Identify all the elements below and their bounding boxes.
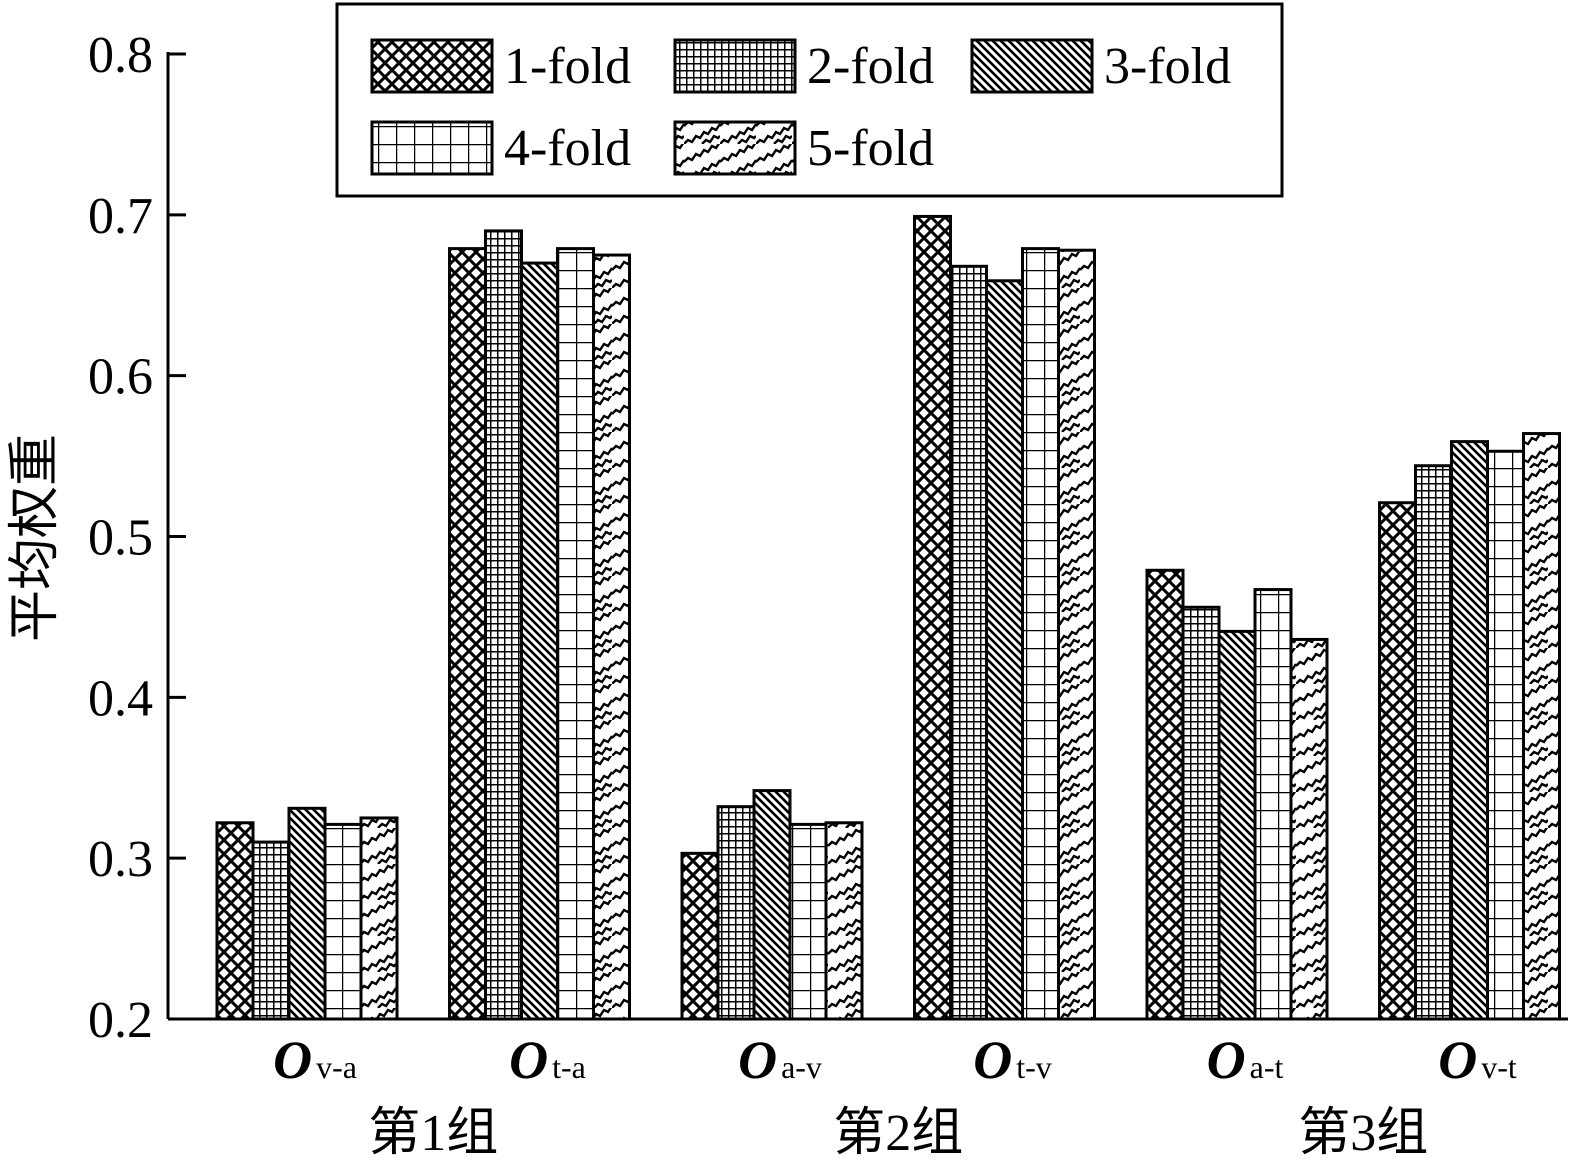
bar-5-fold-1 xyxy=(359,816,399,1021)
bar-2-fold-5 xyxy=(1181,605,1221,1021)
y-axis-label: 平均权重 xyxy=(7,434,64,642)
bar-3-fold-1 xyxy=(287,806,327,1021)
legend-label-3-fold: 3-fold xyxy=(1104,38,1231,95)
bar-1-fold-4 xyxy=(913,214,952,1021)
bar-4-fold-1 xyxy=(323,822,363,1021)
group-label: 第2组 xyxy=(833,1105,963,1162)
bar-5-fold-5 xyxy=(1289,637,1329,1021)
bar-5-fold-3 xyxy=(824,821,864,1021)
bar-4-fold-4 xyxy=(1021,247,1060,1021)
legend-label-5-fold: 5-fold xyxy=(807,120,934,177)
y-tick-label: 0.3 xyxy=(88,831,153,888)
group-labels: 第1组 第2组 第3组 xyxy=(368,1105,1428,1162)
legend-box xyxy=(335,2,1284,198)
legend-label-4-fold: 4-fold xyxy=(504,120,631,177)
bar-1-fold-6 xyxy=(1378,501,1417,1021)
bar-3-fold-5 xyxy=(1217,629,1257,1021)
bar-5-fold-4 xyxy=(1057,248,1096,1021)
legend-swatch-5-fold xyxy=(673,120,797,176)
bar-5-fold-2 xyxy=(592,253,631,1021)
legend-swatch-3-fold xyxy=(970,38,1094,94)
y-tick-label: 0.7 xyxy=(88,188,153,245)
y-tick-label: 0.6 xyxy=(88,349,153,406)
bar-2-fold-1 xyxy=(251,840,291,1021)
legend-label-1-fold: 1-fold xyxy=(504,38,631,95)
bar-4-fold-3 xyxy=(788,822,828,1021)
y-tick-label: 0.5 xyxy=(88,510,153,567)
legend-label-2-fold: 2-fold xyxy=(807,38,934,95)
bar-3-fold-3 xyxy=(752,789,792,1021)
y-axis: 0.2 0.3 0.4 0.5 0.6 0.7 0.8 xyxy=(88,27,186,1049)
group-label: 第1组 xyxy=(368,1105,498,1162)
y-tick-label: 0.4 xyxy=(88,670,153,727)
bar-1-fold-5 xyxy=(1145,568,1185,1021)
bar-3-fold-2 xyxy=(520,261,559,1021)
bar-4-fold-6 xyxy=(1486,449,1525,1021)
legend-swatch-4-fold xyxy=(370,120,494,176)
bar-2-fold-4 xyxy=(949,264,988,1021)
legend-swatch-1-fold xyxy=(370,38,494,94)
bar-2-fold-3 xyxy=(716,805,756,1021)
bar-1-fold-2 xyxy=(448,247,487,1021)
bars-layer xyxy=(215,214,1561,1021)
legend-swatch-2-fold xyxy=(673,38,797,94)
y-tick-label: 0.2 xyxy=(88,992,153,1049)
y-tick-label: 0.8 xyxy=(88,27,153,84)
bar-4-fold-5 xyxy=(1253,588,1293,1021)
bar-2-fold-2 xyxy=(484,229,523,1021)
bar-3-fold-6 xyxy=(1450,440,1489,1021)
bar-5-fold-6 xyxy=(1522,432,1561,1021)
group-label: 第3组 xyxy=(1298,1105,1428,1162)
bar-1-fold-3 xyxy=(680,851,720,1021)
bar-3-fold-4 xyxy=(985,279,1024,1021)
bar-4-fold-2 xyxy=(556,247,595,1021)
bar-1-fold-1 xyxy=(215,821,255,1021)
bar-2-fold-6 xyxy=(1414,464,1453,1021)
legend: 1-fold 2-fold 3-fold 4-fold 5-fold xyxy=(335,2,1284,198)
